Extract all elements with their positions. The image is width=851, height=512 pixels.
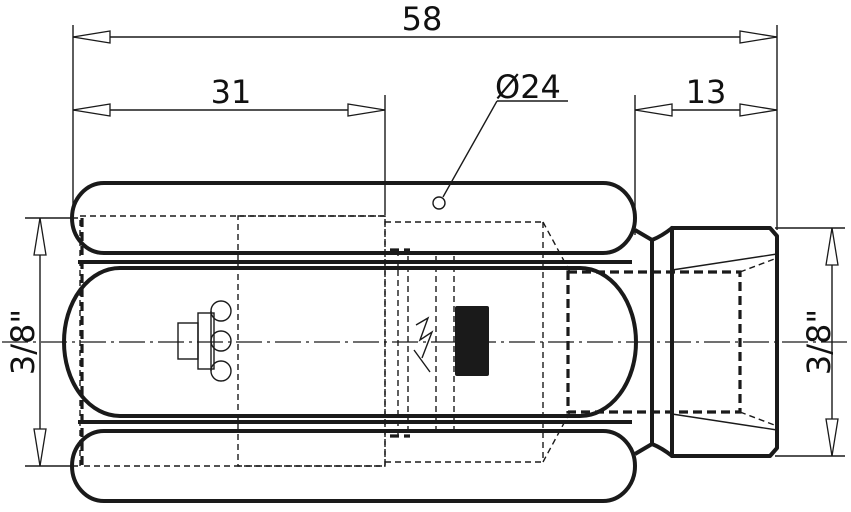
hex-body (62, 181, 638, 503)
dimension-body-length: 31 (72, 73, 386, 215)
dimension-thread-length: 13 (634, 73, 778, 235)
marking-plate (455, 306, 489, 376)
marking-symbol (177, 300, 232, 382)
thread-length-label: 13 (686, 73, 727, 111)
dimension-diameter: Ø24 (432, 68, 568, 210)
body-length-label: 31 (211, 73, 252, 111)
marking-logo (413, 316, 434, 373)
arrowhead-right (739, 30, 778, 44)
dimension-overall-length: 58 (72, 0, 778, 230)
diameter-label: Ø24 (495, 68, 561, 106)
arrowhead-left (72, 30, 111, 44)
overall-length-label: 58 (402, 0, 443, 38)
leader-dot (432, 196, 446, 210)
threaded-spigot (633, 226, 779, 458)
hidden-lines (79, 215, 778, 467)
